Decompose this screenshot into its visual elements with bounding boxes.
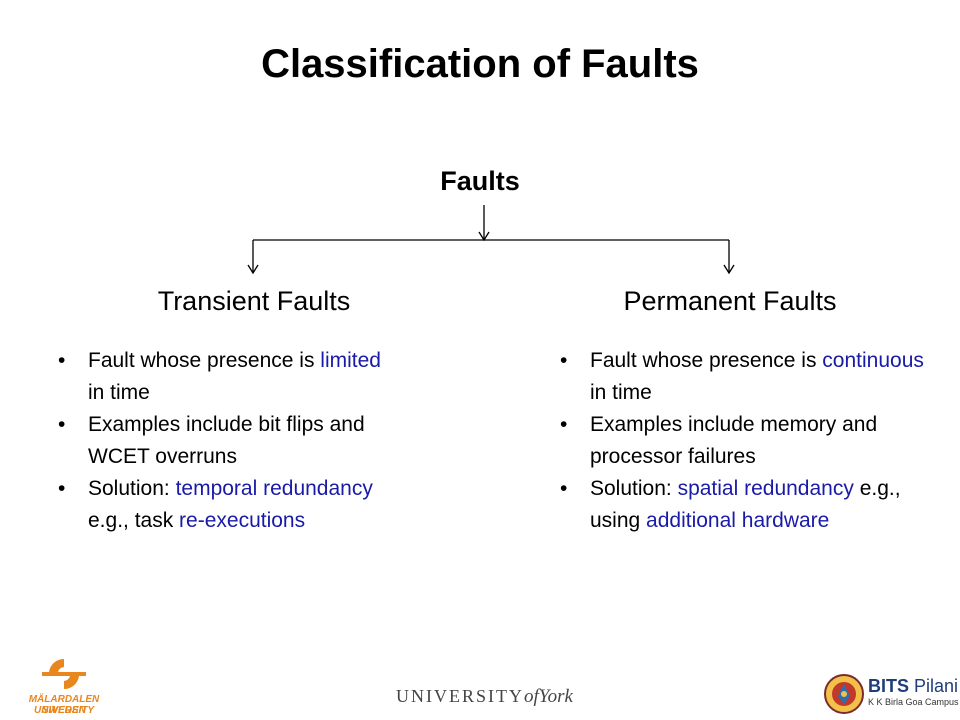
mdh-logo: MÄLARDALEN UNIVERSITY SWEDEN (8, 656, 120, 716)
bullet-text: e.g., using (590, 477, 901, 532)
bullet-text: Fault whose presence is (590, 349, 823, 372)
bullet-text: Fault whose presence is (88, 349, 321, 372)
mdh-emblem-icon (42, 658, 86, 690)
mdh-name: MÄLARDALEN UNIVERSITY (28, 694, 100, 716)
bullet-item: Fault whose presence is limited in time (58, 345, 398, 409)
bits-emblem-icon (824, 674, 864, 714)
bullet-item: Examples include bit flips and WCET over… (58, 409, 398, 473)
branch-title-permanent: Permanent Faults (623, 286, 837, 316)
york-of-word: of (524, 686, 539, 707)
bullet-item: Solution: temporal redundancy e.g., task… (58, 473, 398, 537)
bullet-text: Examples include bit flips and WCET over… (88, 413, 365, 468)
bullet-text: Solution: (590, 477, 678, 500)
york-name: York (538, 686, 573, 707)
bullet-highlight: continuous (822, 349, 924, 372)
bullet-text: e.g., task (88, 509, 180, 532)
left-arrowhead (247, 264, 259, 275)
bits-campus: K K Birla Goa Campus (868, 697, 959, 707)
bullet-highlight: spatial redundancy (677, 477, 854, 500)
bullet-highlight: temporal redundancy (175, 477, 373, 500)
bullet-highlight: re-executions (179, 509, 306, 532)
slide-title: Classification of Faults (261, 42, 699, 86)
york-logo: UNIVERSITYofYork (396, 686, 573, 712)
bits-word: BITS (868, 676, 910, 696)
bits-logo: BITS Pilani K K Birla Goa Campus (824, 672, 959, 716)
bits-name: BITS Pilani (868, 676, 958, 696)
right-arrowhead (723, 264, 735, 275)
bullet-text: in time (88, 381, 150, 404)
bullet-item: Examples include memory and processor fa… (560, 409, 935, 473)
bits-pilani-word: Pilani (914, 676, 959, 696)
bullet-text: Solution: (88, 477, 176, 500)
bullet-highlight: limited (320, 349, 381, 372)
branch-title-transient: Transient Faults (157, 286, 351, 316)
mdh-country: SWEDEN (42, 705, 86, 716)
bullet-text: Examples include memory and processor fa… (590, 413, 878, 468)
bullet-item: Fault whose presence is continuous in ti… (560, 345, 935, 409)
transient-bullet-list: Fault whose presence is limited in time … (58, 345, 398, 537)
permanent-bullet-list: Fault whose presence is continuous in ti… (560, 345, 935, 537)
tree-root-label: Faults (440, 166, 520, 196)
york-university-word: UNIVERSITY (396, 686, 524, 706)
bullet-item: Solution: spatial redundancy e.g., using… (560, 473, 935, 537)
bullet-text: in time (590, 381, 652, 404)
bullet-highlight: additional hardware (646, 509, 830, 532)
